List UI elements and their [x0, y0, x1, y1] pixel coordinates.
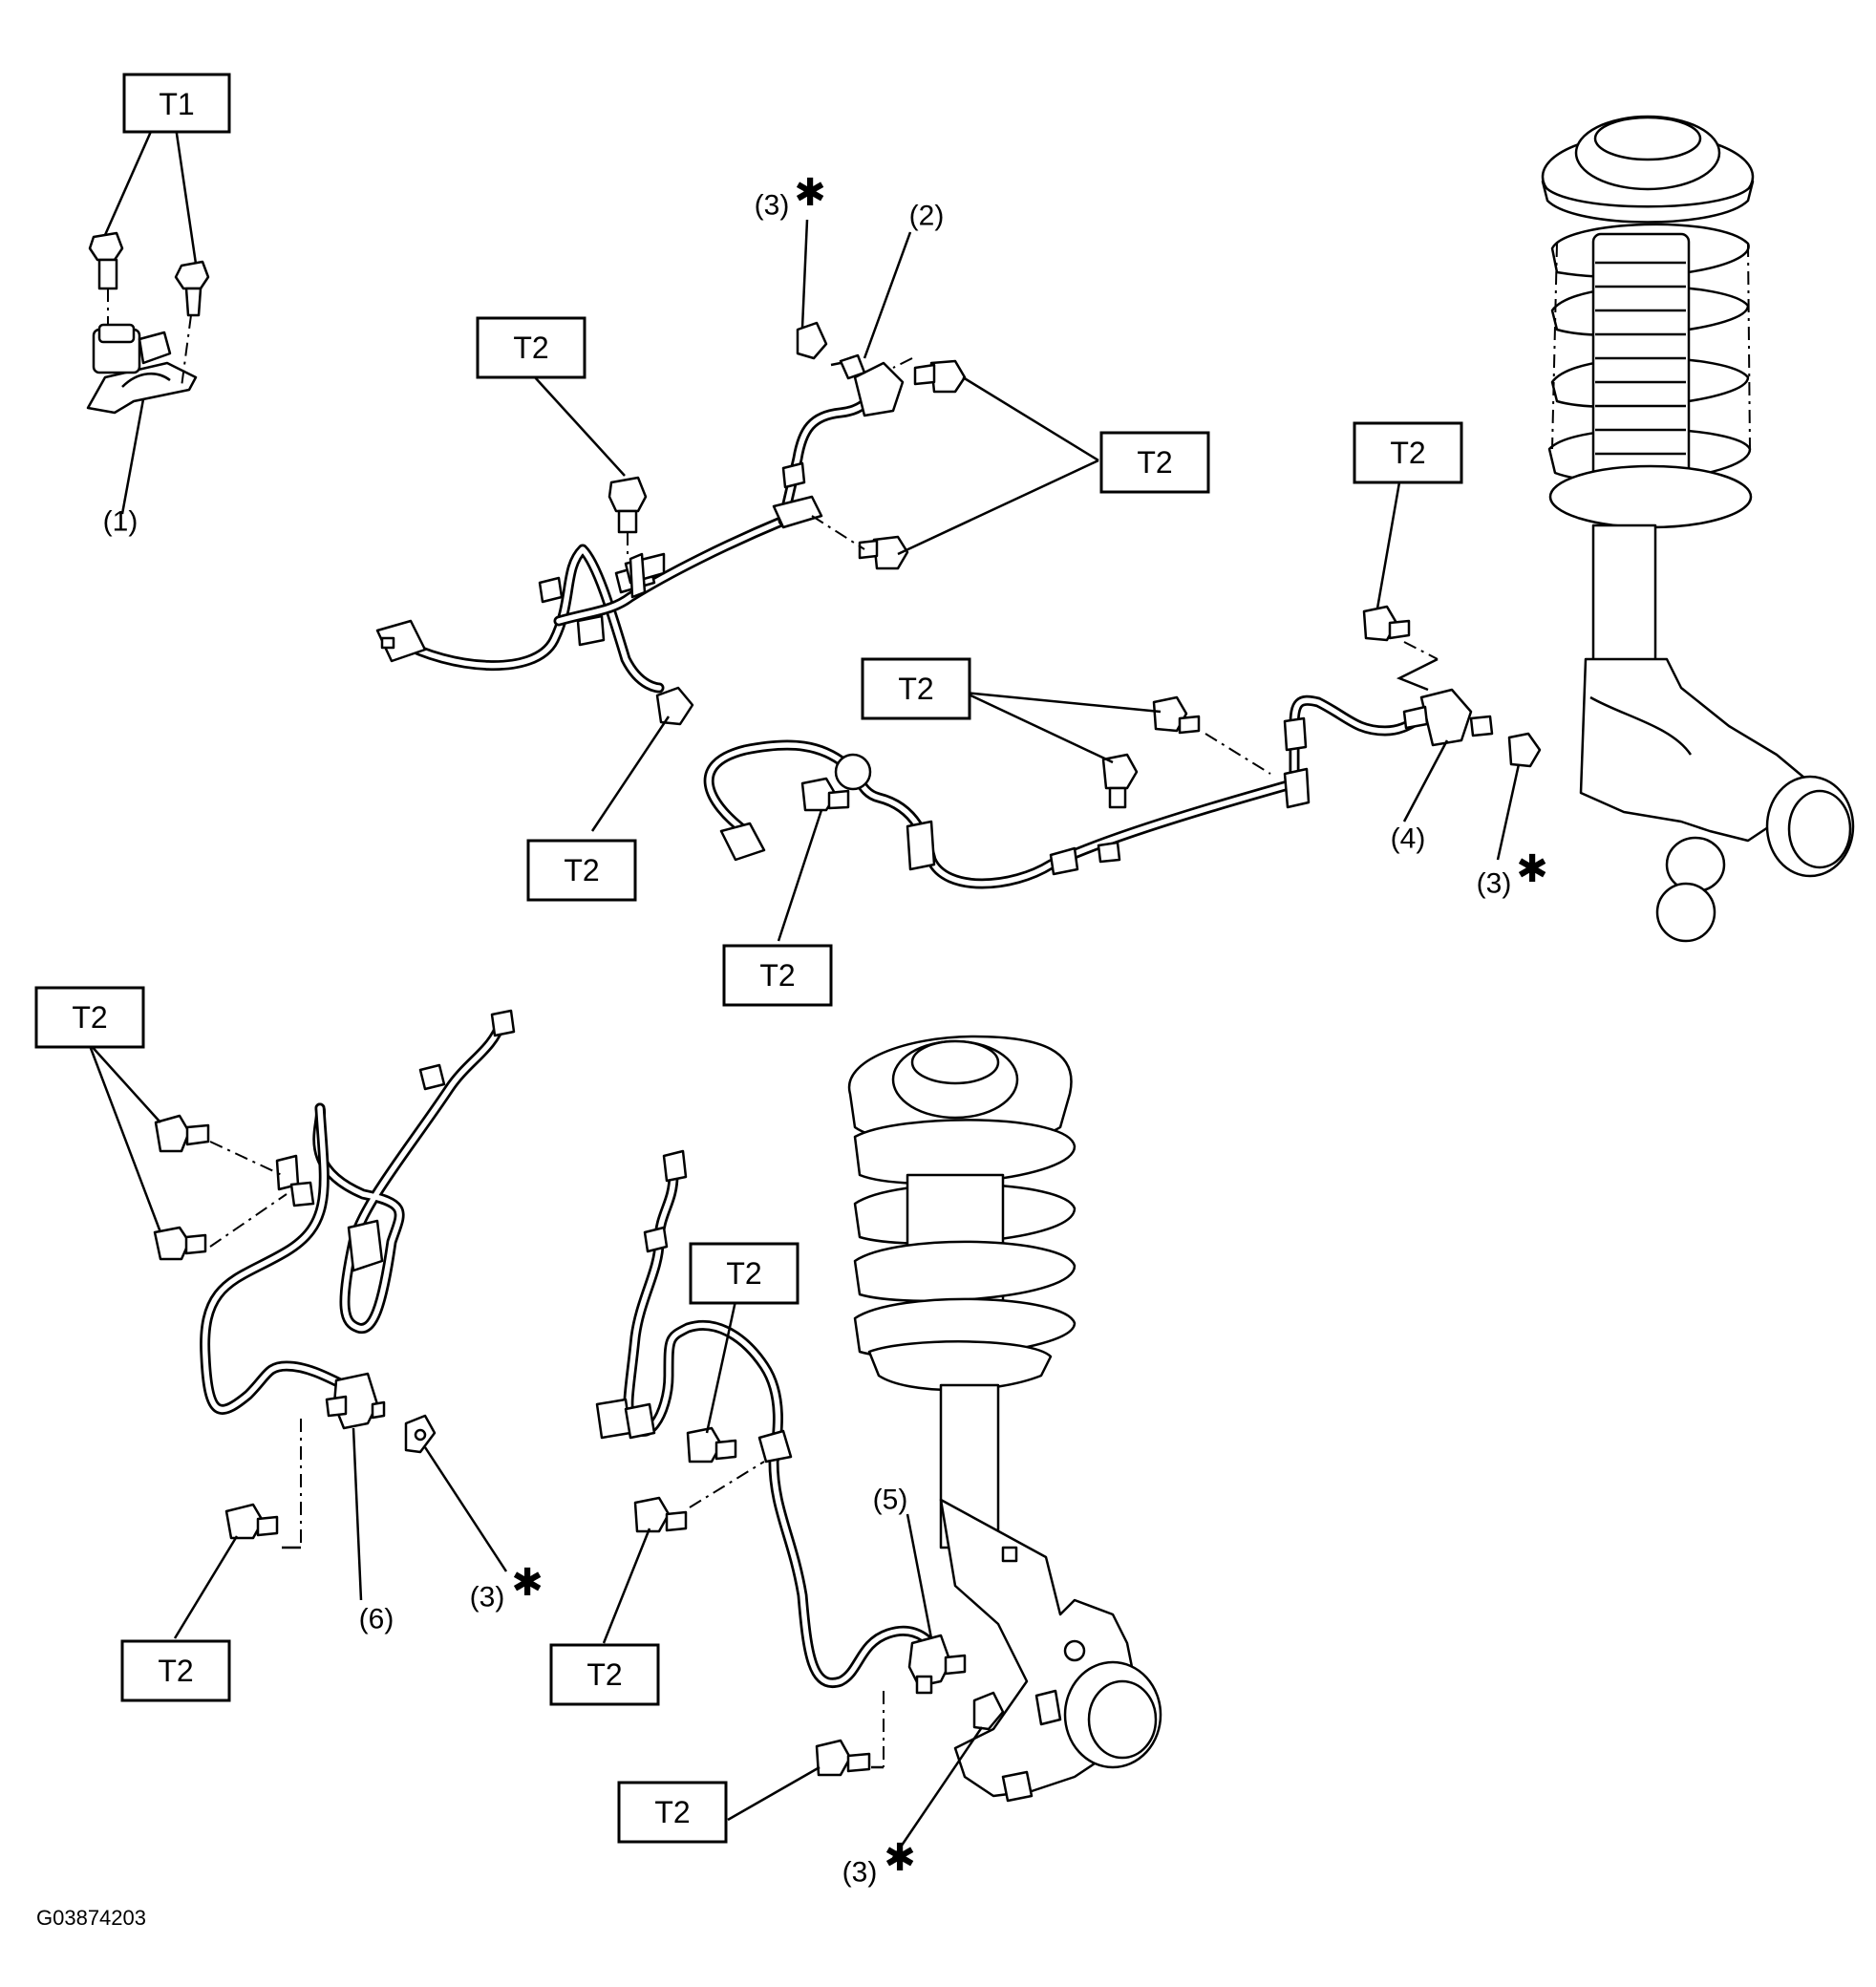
asterisk-mark: ✱ — [1516, 847, 1548, 891]
svg-text:T2: T2 — [1390, 436, 1425, 470]
svg-text:T2: T2 — [513, 331, 548, 365]
part-label-1: (1) — [103, 506, 139, 538]
figure-code: G03874203 — [36, 1906, 146, 1930]
part-1-bracket-assembly — [86, 231, 210, 415]
torque-tag-t2: T2 — [689, 1242, 799, 1305]
svg-text:T2: T2 — [759, 958, 795, 993]
svg-text:T2: T2 — [158, 1654, 193, 1688]
front-harness-lower-left — [153, 1009, 516, 1549]
part-label-3: (3) — [1477, 868, 1512, 900]
torque-tag-t2: T2 — [120, 1639, 231, 1702]
torque-tag-t2: T2 — [861, 657, 971, 720]
asterisk-mark: ✱ — [884, 1836, 916, 1880]
svg-text:T2: T2 — [898, 672, 933, 706]
part-label-2: (2) — [909, 201, 945, 232]
asterisk-mark: ✱ — [511, 1561, 544, 1605]
torque-tag-t2: T2 — [526, 839, 637, 902]
part-label-3: (3) — [755, 190, 790, 222]
torque-tag-t2: T2 — [476, 316, 586, 379]
front-harness-upper — [375, 321, 967, 726]
svg-text:T1: T1 — [159, 87, 194, 121]
part-label-3: (3) — [470, 1582, 505, 1613]
torque-tag-t2: T2 — [1353, 421, 1463, 484]
torque-tag-t2: T2 — [549, 1643, 660, 1706]
svg-text:T2: T2 — [1137, 445, 1172, 480]
asterisk-mark: ✱ — [794, 171, 826, 215]
svg-text:T2: T2 — [654, 1795, 690, 1829]
rear-harness-upper — [703, 605, 1542, 889]
torque-tag-t1: T1 — [122, 73, 231, 134]
leader-lines — [87, 100, 1521, 1859]
svg-text:T2: T2 — [586, 1657, 622, 1692]
torque-tag-t2: T2 — [722, 944, 833, 1007]
svg-text:T2: T2 — [726, 1256, 761, 1291]
front-strut-assembly — [847, 1035, 1162, 1803]
part-label-4: (4) — [1391, 823, 1426, 855]
torque-tag-t2: T2 — [617, 1781, 728, 1844]
svg-text:T2: T2 — [72, 1000, 107, 1035]
part-label-5: (5) — [873, 1485, 908, 1516]
rear-harness-lower — [595, 1149, 1005, 1777]
rear-strut-assembly — [1541, 115, 1855, 943]
part-label-3: (3) — [842, 1857, 878, 1889]
part-label-6: (6) — [359, 1604, 394, 1635]
torque-tag-t2: T2 — [34, 986, 145, 1049]
svg-text:T2: T2 — [564, 853, 599, 887]
torque-tag-t2: T2 — [1099, 431, 1210, 494]
